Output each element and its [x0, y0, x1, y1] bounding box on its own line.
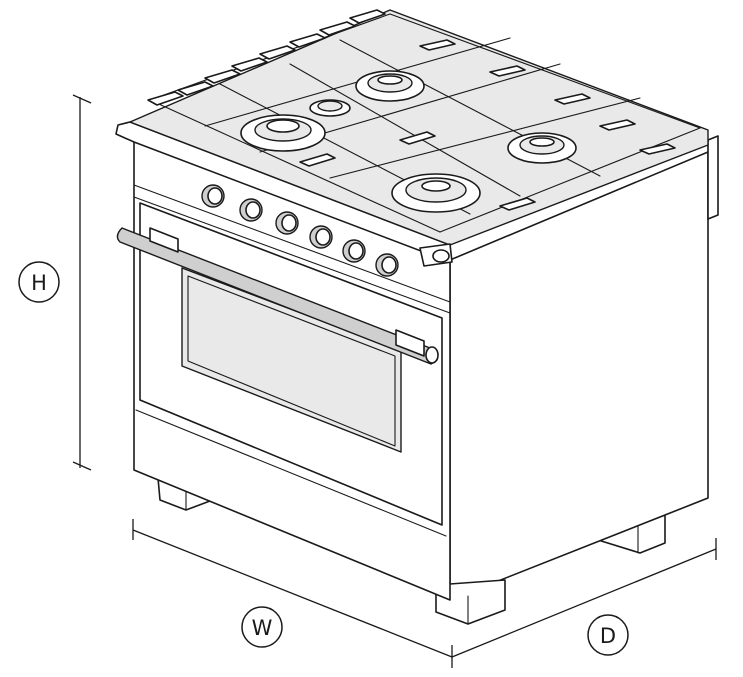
burner-back-center: [355, 70, 425, 102]
knob-2: [239, 198, 263, 222]
height-dimension: H: [18, 94, 92, 471]
burner-right: [507, 132, 577, 164]
knob-4: [309, 225, 333, 249]
width-label-bubble: [241, 606, 283, 648]
range-body: [115, 9, 719, 625]
burner-front-left: [240, 114, 326, 152]
height-label: H: [31, 271, 47, 295]
front-right-foot: [435, 579, 506, 625]
burner-front-center: [391, 173, 481, 213]
width-label: W: [252, 616, 273, 640]
burner-back-left: [309, 99, 351, 117]
knob-1: [201, 184, 225, 208]
depth-label-bubble: [587, 614, 629, 656]
knob-3: [275, 211, 299, 235]
knob-6: [375, 253, 399, 277]
depth-dimension: D: [451, 538, 717, 658]
height-label-bubble: [18, 261, 60, 303]
width-dimension: W: [132, 519, 453, 668]
knob-5: [342, 239, 366, 263]
depth-label: D: [600, 624, 616, 648]
